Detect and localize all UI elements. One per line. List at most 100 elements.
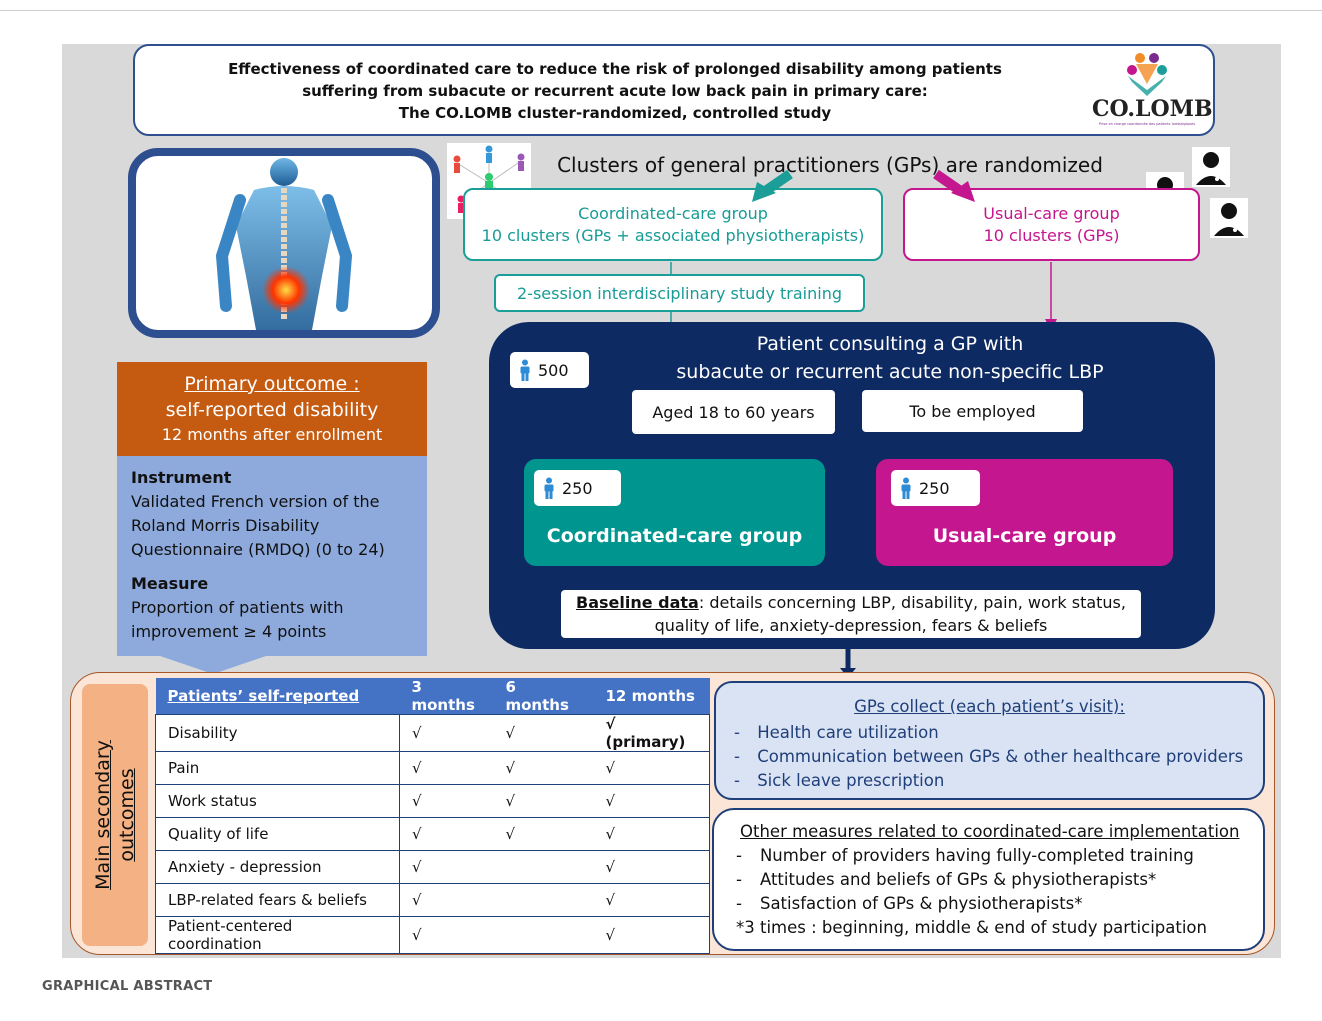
instrument-text: Validated French version of the Roland M… bbox=[131, 492, 385, 559]
timepoint-cell: √ bbox=[593, 916, 710, 954]
measure-text: Proportion of patients with improvement … bbox=[131, 598, 344, 641]
primary-outcome-subtitle: self-reported disability bbox=[165, 399, 379, 421]
patient-title-line2: subacute or recurrent acute non-specific… bbox=[676, 361, 1104, 383]
usual-group-label: Usual-care group bbox=[932, 525, 1117, 547]
gps-collect-list: - Health care utilization - Communication… bbox=[734, 721, 1245, 793]
coordinated-count-badge: 250 bbox=[534, 470, 621, 506]
timepoint-cell: √ bbox=[399, 916, 494, 954]
outcome-name-cell: Patient-centered coordination bbox=[155, 916, 400, 954]
secondary-outcomes-table: Patients’ self-reported 3 months 6 month… bbox=[155, 678, 710, 954]
baseline-line2: quality of life, anxiety-depression, fea… bbox=[654, 616, 1048, 635]
primary-outcome-title: Primary outcome : bbox=[184, 373, 360, 395]
timepoint-cell bbox=[493, 916, 594, 954]
timepoint-cell: √ bbox=[399, 714, 494, 752]
table-header: Patients’ self-reported bbox=[155, 678, 400, 715]
title-box: Effectiveness of coordinated care to red… bbox=[133, 44, 1215, 136]
table-row: Work status√√√ bbox=[155, 784, 710, 818]
criterion-employed: To be employed bbox=[862, 390, 1083, 432]
coordinated-count: 250 bbox=[562, 478, 593, 498]
outcome-name-cell: Work status bbox=[155, 784, 400, 818]
table-header: 6 months bbox=[493, 678, 594, 715]
patient-population-title: Patient consulting a GP with subacute or… bbox=[620, 330, 1160, 386]
usual-count-badge: 250 bbox=[891, 470, 980, 506]
person-icon bbox=[520, 359, 530, 381]
doctor-icon-1 bbox=[1192, 147, 1230, 187]
timepoint-cell: √ bbox=[493, 784, 594, 818]
gps-collect-box: GPs collect (each patient’s visit): - He… bbox=[714, 681, 1265, 800]
usual-count: 250 bbox=[919, 478, 950, 498]
timepoint-cell: √ bbox=[493, 817, 594, 851]
table-row: Patient-centered coordination√√ bbox=[155, 916, 710, 954]
timepoint-cell: √ bbox=[593, 883, 710, 917]
coordinated-care-group-box: 250 Coordinated-care group bbox=[524, 459, 825, 566]
timepoint-cell: √ bbox=[593, 784, 710, 818]
timepoint-cell: √ bbox=[399, 817, 494, 851]
primary-outcome-timing: 12 months after enrollment bbox=[161, 425, 383, 444]
total-patients-badge: 500 bbox=[510, 352, 589, 388]
logo-people-icon bbox=[1127, 53, 1167, 96]
timepoint-cell: √ bbox=[593, 751, 710, 785]
title-line-3: The CO.LOMB cluster-randomized, controll… bbox=[398, 104, 832, 122]
person-icon bbox=[901, 477, 911, 499]
secondary-label-line2: outcomes bbox=[116, 768, 138, 862]
list-item: - Health care utilization bbox=[734, 723, 939, 742]
criterion-age: Aged 18 to 60 years bbox=[632, 390, 835, 434]
timepoint-cell: √ bbox=[593, 850, 710, 884]
title-line-1: Effectiveness of coordinated care to red… bbox=[228, 60, 1002, 78]
gps-collect-title: GPs collect (each patient’s visit): bbox=[854, 697, 1125, 716]
primary-outcome-pointer bbox=[160, 656, 266, 674]
secondary-label-line1: Main secondary bbox=[92, 740, 114, 890]
outcome-name-cell: Quality of life bbox=[155, 817, 400, 851]
timepoint-cell bbox=[493, 850, 594, 884]
spine-figure-icon bbox=[215, 158, 353, 330]
list-item: -Number of providers having fully-comple… bbox=[736, 846, 1194, 865]
baseline-label: Baseline data bbox=[576, 593, 699, 612]
clusters-title: Clusters of general practitioners (GPs) … bbox=[557, 153, 1103, 177]
list-item: -Attitudes and beliefs of GPs & physioth… bbox=[736, 870, 1157, 889]
patient-title-line1: Patient consulting a GP with bbox=[756, 333, 1024, 355]
total-patients-count: 500 bbox=[538, 360, 569, 380]
list-item: - Communication between GPs & other heal… bbox=[734, 747, 1244, 766]
timepoint-cell: √ bbox=[399, 784, 494, 818]
back-pain-image bbox=[128, 148, 440, 338]
table-row: Anxiety - depression√√ bbox=[155, 850, 710, 884]
arrowhead-usual bbox=[951, 181, 975, 202]
usual-clusters-count: 10 clusters (GPs) bbox=[983, 226, 1120, 245]
primary-outcome-header: Primary outcome : self-reported disabili… bbox=[117, 362, 427, 456]
outcome-name-cell: Anxiety - depression bbox=[155, 850, 400, 884]
usual-clusters-label: Usual-care group bbox=[983, 204, 1120, 223]
timepoint-cell: √ bbox=[593, 817, 710, 851]
logo-text: CO.LOMB bbox=[1092, 96, 1213, 122]
timepoint-cell: √ bbox=[399, 850, 494, 884]
other-measures-title: Other measures related to coordinated-ca… bbox=[740, 822, 1240, 841]
timepoint-cell bbox=[493, 883, 594, 917]
graphical-abstract-caption: GRAPHICAL ABSTRACT bbox=[42, 979, 213, 994]
timepoint-cell: √ (primary) bbox=[593, 714, 710, 752]
table-row: Disability√√√ (primary) bbox=[155, 714, 710, 752]
table-row: Quality of life√√√ bbox=[155, 817, 710, 851]
coordinated-group-label: Coordinated-care group bbox=[546, 525, 803, 547]
timepoint-cell: √ bbox=[493, 714, 594, 752]
primary-outcome-details: Instrument Validated French version of t… bbox=[117, 456, 427, 656]
table-header-row: Patients’ self-reported 3 months 6 month… bbox=[155, 678, 710, 715]
other-measures-box: Other measures related to coordinated-ca… bbox=[712, 808, 1265, 951]
instrument-label: Instrument bbox=[131, 468, 232, 487]
person-icon bbox=[544, 477, 554, 499]
coordinated-clusters-box: Coordinated-care group 10 clusters (GPs … bbox=[463, 188, 883, 261]
table-row: LBP-related fears & beliefs√√ bbox=[155, 883, 710, 917]
table-row: Pain√√√ bbox=[155, 751, 710, 785]
timepoint-cell: √ bbox=[399, 883, 494, 917]
title-line-2: suffering from subacute or recurrent acu… bbox=[302, 82, 928, 100]
colomb-logo: CO.LOMB Prise en charge coordonnée des p… bbox=[1092, 50, 1213, 132]
table-header: 3 months bbox=[399, 678, 494, 715]
usual-care-group-box: 250 Usual-care group bbox=[876, 459, 1173, 566]
coordinated-clusters-count: 10 clusters (GPs + associated physiother… bbox=[481, 226, 865, 245]
measure-label: Measure bbox=[131, 574, 209, 593]
secondary-outcomes-label: Main secondary outcomes bbox=[82, 684, 148, 946]
top-divider bbox=[0, 10, 1322, 11]
baseline-data-box: Baseline data: details concerning LBP, d… bbox=[561, 590, 1141, 638]
timepoint-cell: √ bbox=[399, 751, 494, 785]
timepoint-cell: √ bbox=[493, 751, 594, 785]
other-measures-note: *3 times : beginning, middle & end of st… bbox=[736, 918, 1207, 937]
